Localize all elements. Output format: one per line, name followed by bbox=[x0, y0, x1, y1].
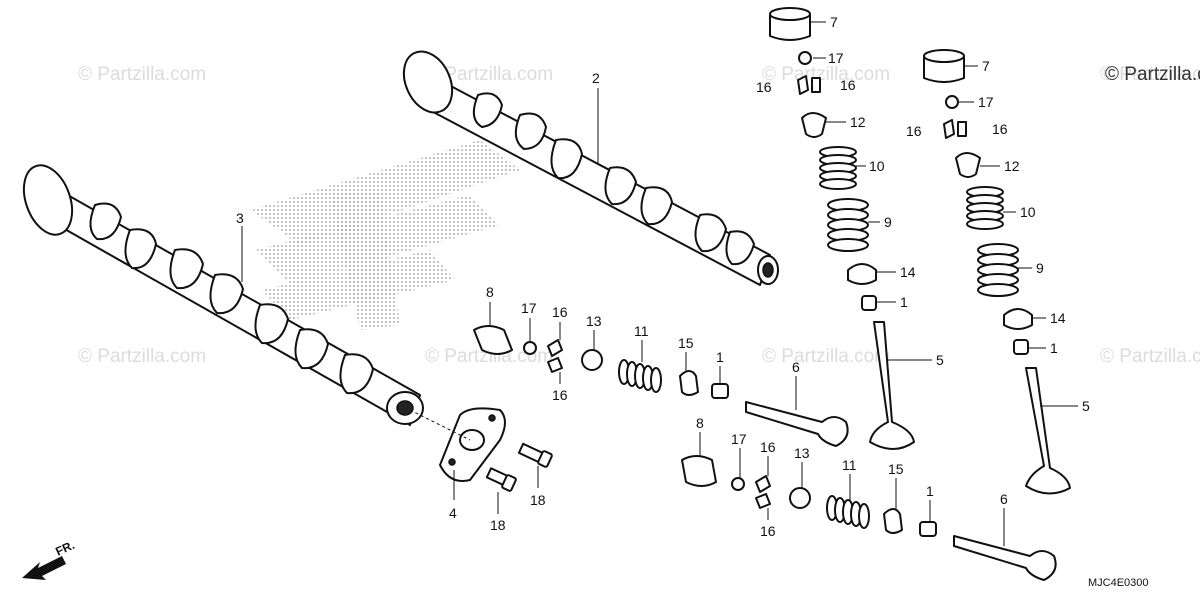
callout-17[interactable]: 17 bbox=[978, 94, 994, 110]
spring-10b bbox=[966, 186, 1004, 230]
watermark-text: © Partzilla.com bbox=[78, 346, 206, 367]
callout-4[interactable]: 4 bbox=[449, 505, 457, 521]
bolt-lower[interactable] bbox=[485, 467, 517, 492]
valve-row-lower[interactable] bbox=[681, 455, 1057, 581]
callout-12[interactable]: 12 bbox=[1004, 158, 1020, 174]
watermark-text: © Partzilla.com bbox=[425, 64, 553, 85]
spring-11b bbox=[826, 495, 870, 529]
callout-10[interactable]: 10 bbox=[1020, 204, 1036, 220]
diagram-code: MJC4E0300 bbox=[1088, 577, 1149, 589]
brand-wing-logo bbox=[250, 140, 520, 330]
callout-14[interactable]: 14 bbox=[900, 264, 916, 280]
callout-8[interactable]: 8 bbox=[696, 415, 704, 431]
watermark-text: © Partzilla.com bbox=[425, 346, 553, 367]
valve-assembly-right[interactable] bbox=[923, 49, 1071, 495]
callout-1[interactable]: 1 bbox=[1050, 340, 1058, 356]
callout-1[interactable]: 1 bbox=[716, 349, 724, 365]
callout-15[interactable]: 15 bbox=[678, 335, 694, 351]
spring-10a bbox=[819, 146, 857, 190]
callout-6[interactable]: 6 bbox=[1000, 491, 1008, 507]
callout-13[interactable]: 13 bbox=[586, 313, 602, 329]
callout-11[interactable]: 11 bbox=[842, 457, 857, 473]
front-label: FR. bbox=[53, 538, 76, 559]
watermark-text: © Partzilla.com bbox=[1100, 64, 1200, 85]
camshaft-lower[interactable] bbox=[15, 159, 424, 426]
callout-5[interactable]: 5 bbox=[1082, 398, 1090, 414]
callout-16[interactable]: 16 bbox=[552, 304, 568, 320]
callout-16[interactable]: 16 bbox=[552, 387, 568, 403]
watermarks: © Partzilla.com © Partzilla.com © Partzi… bbox=[78, 64, 1200, 367]
bolt-upper[interactable] bbox=[517, 442, 553, 468]
spring-11a bbox=[618, 359, 662, 393]
callout-3[interactable]: 3 bbox=[236, 210, 244, 226]
callout-17[interactable]: 17 bbox=[521, 300, 537, 316]
callout-18[interactable]: 18 bbox=[530, 492, 546, 508]
callout-7[interactable]: 7 bbox=[830, 14, 838, 30]
callout-6[interactable]: 6 bbox=[792, 359, 800, 375]
callout-14[interactable]: 14 bbox=[1050, 310, 1066, 326]
corner-watermark: © Partzilla.com bbox=[1105, 64, 1200, 85]
callout-17[interactable]: 17 bbox=[731, 431, 747, 447]
callout-17[interactable]: 17 bbox=[828, 50, 844, 66]
valve-assembly-center[interactable] bbox=[769, 7, 915, 450]
callout-16[interactable]: 16 bbox=[760, 439, 776, 455]
callout-16[interactable]: 16 bbox=[760, 523, 776, 539]
callout-2[interactable]: 2 bbox=[592, 70, 600, 86]
callout-8[interactable]: 8 bbox=[486, 284, 494, 300]
valve-row-upper[interactable] bbox=[473, 325, 849, 447]
callout-13[interactable]: 13 bbox=[794, 445, 810, 461]
callout-18[interactable]: 18 bbox=[490, 517, 506, 533]
spring-9a bbox=[827, 198, 869, 252]
camshaft-upper[interactable] bbox=[395, 44, 779, 286]
watermark-text: © Partzilla.com bbox=[762, 346, 890, 367]
retainer-plate[interactable] bbox=[409, 407, 506, 482]
callout-16[interactable]: 16 bbox=[906, 123, 922, 139]
callout-15[interactable]: 15 bbox=[888, 461, 904, 477]
leader-lines bbox=[241, 21, 1078, 546]
callout-16[interactable]: 16 bbox=[756, 79, 772, 95]
callout-12[interactable]: 12 bbox=[850, 114, 866, 130]
callout-5[interactable]: 5 bbox=[936, 352, 944, 368]
callout-1[interactable]: 1 bbox=[900, 294, 908, 310]
callout-16[interactable]: 16 bbox=[992, 121, 1008, 137]
spring-9b bbox=[977, 243, 1019, 297]
callout-9[interactable]: 9 bbox=[884, 214, 892, 230]
callout-labels: 2 3 4 7 17 16 16 12 10 9 14 1 5 7 17 16 … bbox=[236, 14, 1090, 539]
callout-7[interactable]: 7 bbox=[982, 58, 990, 74]
callout-1[interactable]: 1 bbox=[926, 483, 934, 499]
watermark-text: © Partzilla.com bbox=[762, 64, 890, 85]
callout-11[interactable]: 11 bbox=[634, 323, 649, 339]
callout-9[interactable]: 9 bbox=[1036, 260, 1044, 276]
callout-16[interactable]: 16 bbox=[840, 77, 856, 93]
front-direction-arrow: FR. bbox=[22, 538, 77, 580]
watermark-text: © Partzilla.com bbox=[1100, 346, 1200, 367]
callout-10[interactable]: 10 bbox=[869, 158, 885, 174]
watermark-text: © Partzilla.com bbox=[78, 64, 206, 85]
